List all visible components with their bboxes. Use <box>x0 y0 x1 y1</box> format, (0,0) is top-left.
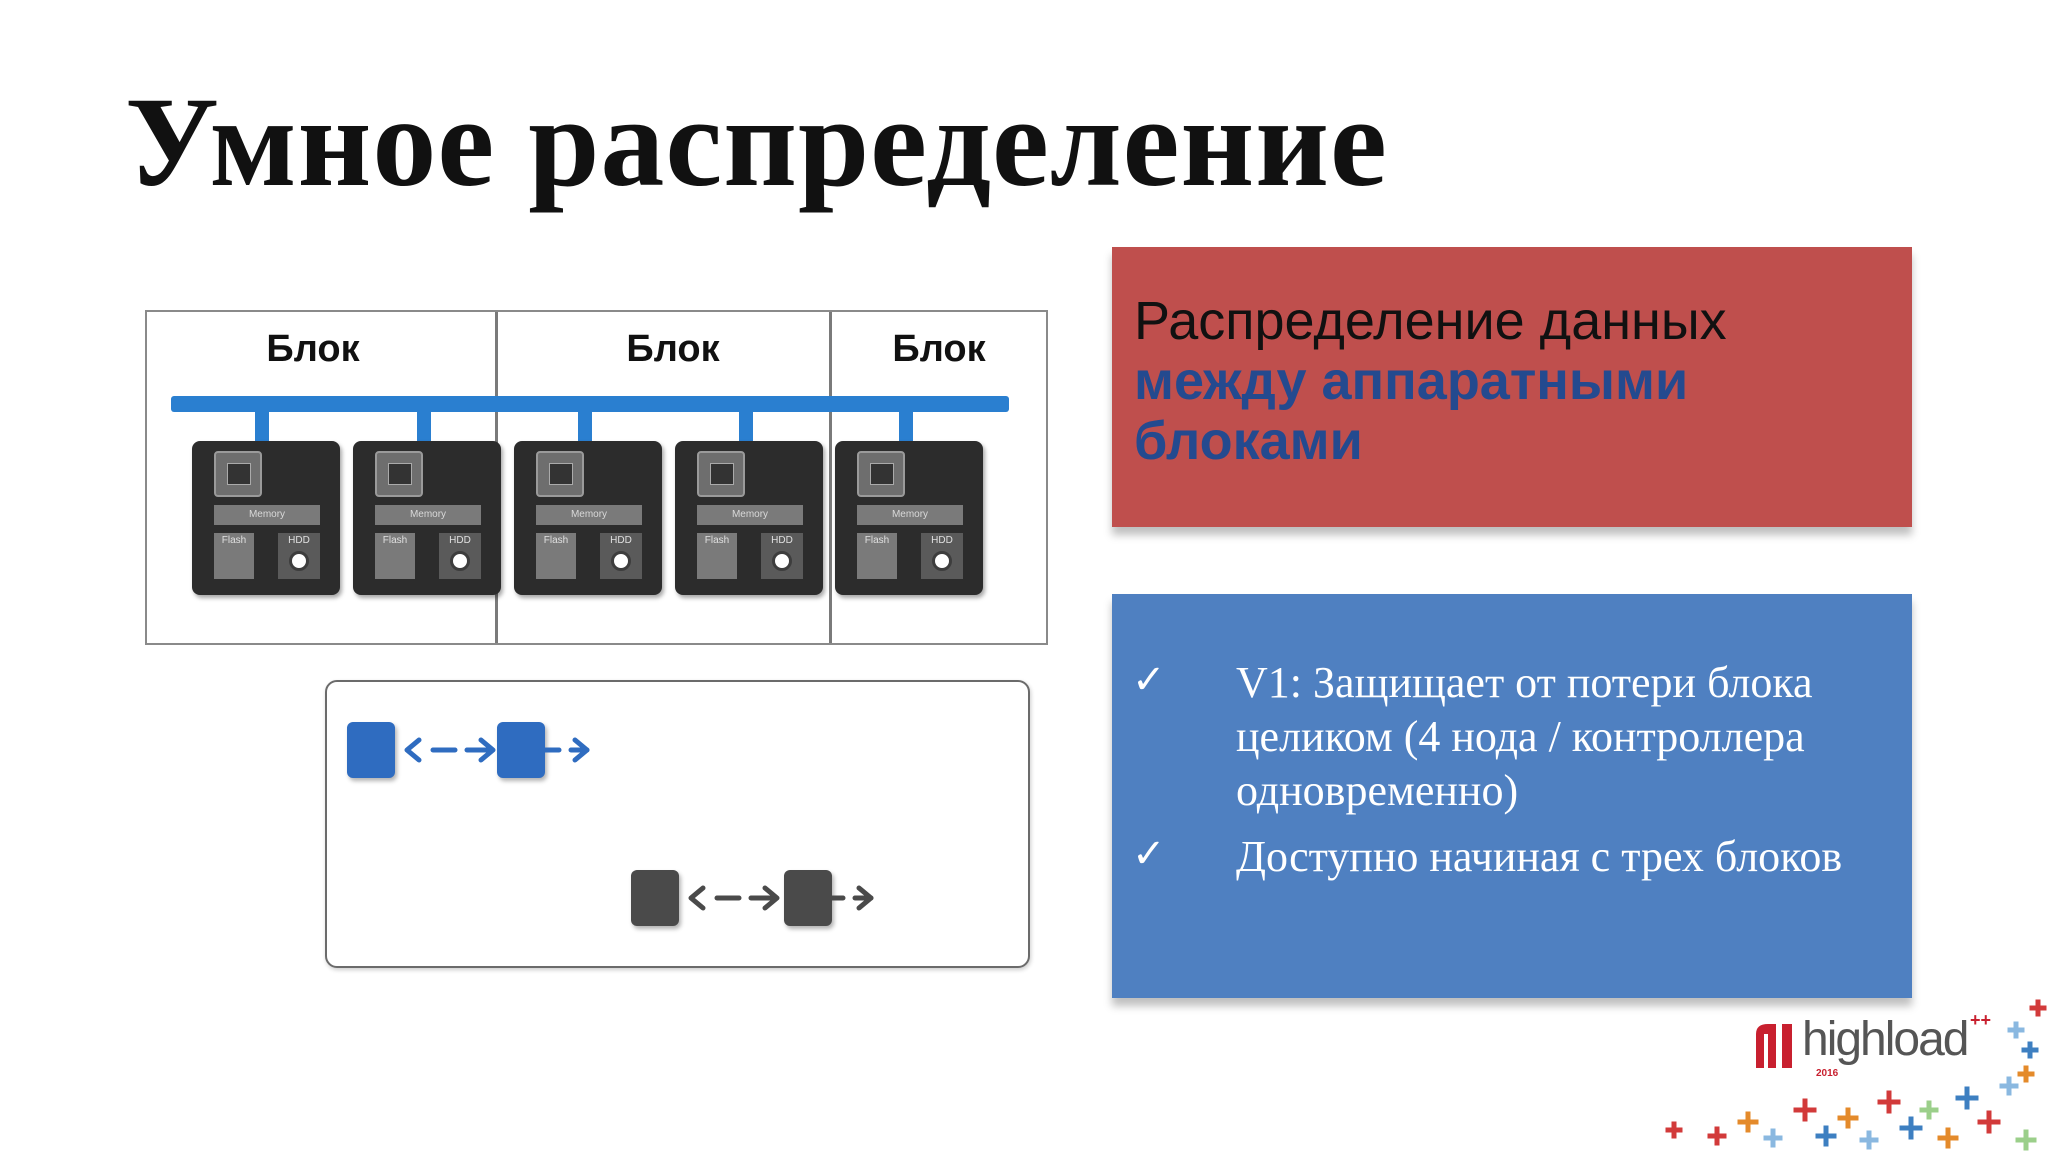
node-card: Memory Flash HDD <box>514 441 662 595</box>
cpu-icon <box>536 451 584 497</box>
check-icon: ✓ <box>1132 831 1166 876</box>
memory-label: Memory <box>857 505 963 525</box>
memory-label: Memory <box>375 505 481 525</box>
node-card: Memory Flash HDD <box>835 441 983 595</box>
check-icon: ✓ <box>1132 657 1166 702</box>
logo-mark-icon <box>1756 1024 1792 1068</box>
logo-text: highload <box>1802 1013 1969 1066</box>
cpu-icon <box>857 451 905 497</box>
logo-year: 2016 <box>1816 1068 1839 1079</box>
cpu-icon <box>375 451 423 497</box>
flash-label: Flash <box>214 533 254 579</box>
replication-arrows <box>688 885 874 911</box>
blocks-diagram: Блок Блок Блок Memory Flash HDD Memory F… <box>145 310 1048 645</box>
highload-logo: highload ++ 2016 <box>1752 1010 2022 1090</box>
flash-label: Flash <box>536 533 576 579</box>
block-label: Блок <box>892 328 986 370</box>
logo-superscript: ++ <box>1970 1010 1992 1030</box>
memory-label: Memory <box>214 505 320 525</box>
cpu-icon <box>214 451 262 497</box>
hdd-icon: HDD <box>439 533 481 579</box>
flash-label: Flash <box>857 533 897 579</box>
memory-label: Memory <box>697 505 803 525</box>
bus-connector <box>899 408 913 444</box>
flash-label: Flash <box>697 533 737 579</box>
node-card: Memory Flash HDD <box>675 441 823 595</box>
replication-panel <box>325 680 1030 968</box>
slide-title: Умное распределение <box>125 71 1388 213</box>
replication-arrows <box>404 737 590 763</box>
callout-blue: ✓ V1: Защищает от потери блока целиком (… <box>1112 594 1912 998</box>
block-label: Блок <box>266 328 360 370</box>
memory-label: Memory <box>536 505 642 525</box>
bullet-text: Доступно начиная с трех блоков <box>1236 832 1843 881</box>
hdd-icon: HDD <box>921 533 963 579</box>
bullet-text: V1: Защищает от потери блока целиком (4 … <box>1236 658 1813 815</box>
block-divider <box>829 312 832 643</box>
network-bus <box>171 396 1009 412</box>
bus-connector <box>255 408 269 444</box>
decorative-crosses <box>1665 999 2047 1151</box>
callout-red-text: Распределение данных между аппаратными б… <box>1134 291 1894 471</box>
cpu-icon <box>697 451 745 497</box>
hdd-icon: HDD <box>761 533 803 579</box>
bus-connector <box>417 408 431 444</box>
hdd-icon: HDD <box>600 533 642 579</box>
node-card: Memory Flash HDD <box>353 441 501 595</box>
bus-connector <box>578 408 592 444</box>
callout-red-highlight: между аппаратными <box>1134 351 1689 411</box>
callout-red-highlight: блоками <box>1134 411 1363 471</box>
replica-square <box>497 722 545 778</box>
flash-label: Flash <box>375 533 415 579</box>
block-label: Блок <box>626 328 720 370</box>
callout-red: Распределение данных между аппаратными б… <box>1112 247 1912 527</box>
node-card: Memory Flash HDD <box>192 441 340 595</box>
hdd-icon: HDD <box>278 533 320 579</box>
replica-square <box>347 722 395 778</box>
bus-connector <box>739 408 753 444</box>
replica-square <box>631 870 679 926</box>
callout-red-line1: Распределение данных <box>1134 291 1727 351</box>
